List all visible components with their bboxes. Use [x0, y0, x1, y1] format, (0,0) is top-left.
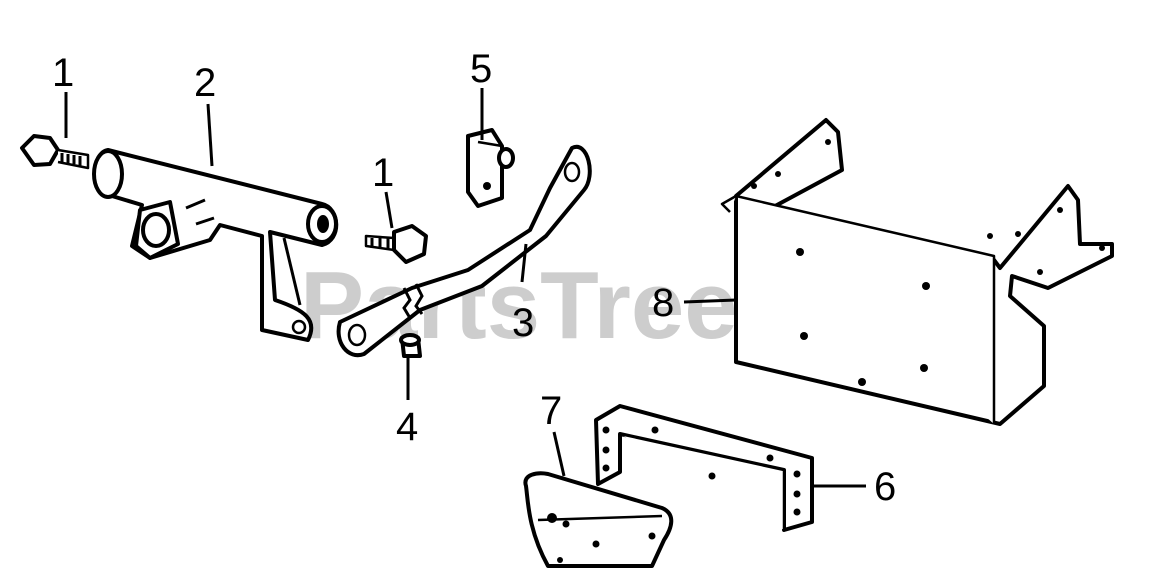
callout-1-right: 1 — [372, 151, 394, 195]
part-4-bushing[interactable] — [399, 333, 422, 358]
leader-lines — [64, 88, 866, 488]
part-8-mounting-plate[interactable] — [720, 118, 1114, 426]
part-2-pivot-lever[interactable] — [92, 148, 339, 342]
part-1-bolt-left[interactable] — [20, 134, 90, 170]
callout-2: 2 — [194, 61, 216, 105]
part-5-bracket[interactable] — [466, 128, 515, 208]
callout-4: 4 — [396, 405, 418, 449]
part-6-channel-bracket[interactable] — [594, 404, 814, 532]
part-1-bolt-right[interactable] — [364, 224, 428, 264]
part-7-shield-plate[interactable] — [523, 471, 674, 568]
callout-8: 8 — [652, 281, 674, 325]
callout-7: 7 — [540, 389, 562, 433]
callout-1-left: 1 — [52, 51, 74, 95]
callout-5: 5 — [470, 47, 492, 91]
callout-3: 3 — [512, 301, 534, 345]
callout-6: 6 — [874, 465, 896, 509]
part-3-link-arm[interactable] — [336, 144, 592, 358]
